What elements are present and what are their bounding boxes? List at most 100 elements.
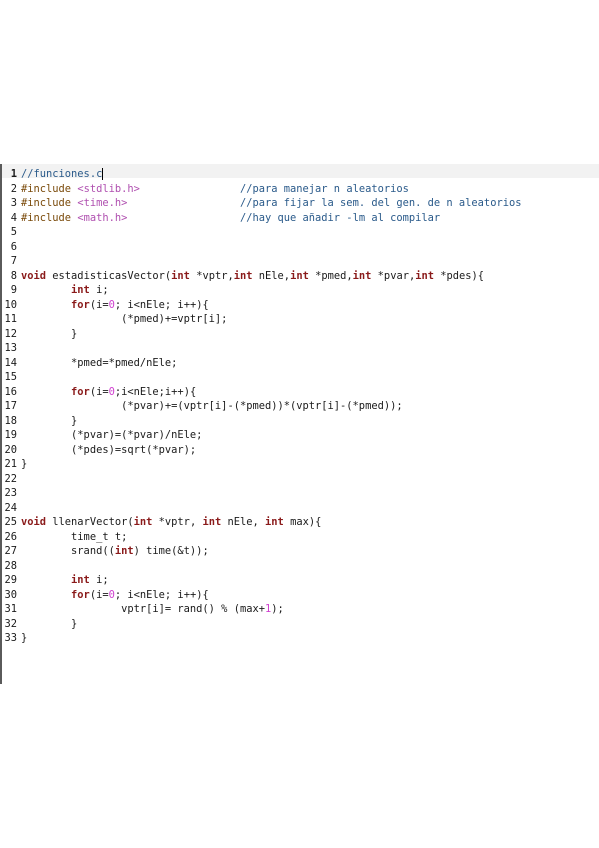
line-number: 27 bbox=[4, 545, 17, 557]
code-line[interactable]: 32 } bbox=[0, 617, 599, 632]
code-token: //hay que añadir -lm al compilar bbox=[127, 211, 441, 224]
line-number: 13 bbox=[4, 342, 17, 354]
line-source: } bbox=[21, 414, 77, 429]
line-number: 24 bbox=[4, 501, 17, 514]
code-line[interactable]: 27 srand((int) time(&t)); bbox=[0, 544, 599, 559]
line-number: 21 bbox=[4, 458, 17, 470]
line-source: int i; bbox=[21, 573, 109, 588]
code-token: 1 bbox=[264, 603, 272, 615]
line-number: 9 bbox=[10, 284, 17, 296]
line-number: 15 bbox=[4, 371, 17, 383]
code-line[interactable]: 26 time_t t; bbox=[0, 530, 599, 545]
line-number: 5 bbox=[10, 226, 17, 238]
line-source: //funciones.c bbox=[21, 167, 104, 182]
code-line[interactable]: 33} bbox=[0, 631, 599, 646]
code-token: <time.h> bbox=[77, 197, 128, 209]
code-editor[interactable] bbox=[0, 164, 599, 684]
code-line[interactable]: 28 bbox=[0, 559, 599, 574]
line-number: 28 bbox=[4, 559, 17, 572]
line-source: (*pvar)+=(vptr[i]-(*pmed))*(vptr[i]-(*pm… bbox=[21, 399, 403, 414]
code-token: } bbox=[21, 632, 28, 644]
code-token: <stdlib.h> bbox=[77, 182, 140, 195]
code-token: ) time(&t)); bbox=[133, 545, 209, 557]
line-number: 17 bbox=[4, 400, 17, 412]
line-source: } bbox=[21, 457, 27, 472]
code-token: int bbox=[71, 574, 90, 586]
line-source: *pmed=*pmed/nEle; bbox=[21, 356, 177, 371]
code-line[interactable]: 23 bbox=[0, 486, 599, 501]
code-line[interactable]: 19 (*pvar)=(*pvar)/nEle; bbox=[0, 428, 599, 443]
line-number: 19 bbox=[4, 429, 17, 441]
code-token: for bbox=[71, 298, 90, 311]
line-source: } bbox=[21, 327, 77, 342]
code-line[interactable]: 21} bbox=[0, 457, 599, 472]
code-line[interactable]: 15 bbox=[0, 370, 599, 385]
code-line[interactable]: 29 int i; bbox=[0, 573, 599, 588]
code-line[interactable]: 3#include <time.h> //para fijar la sem. … bbox=[0, 196, 599, 211]
code-line[interactable]: 7 bbox=[0, 254, 599, 269]
code-token: (i= bbox=[89, 588, 109, 601]
code-token: //para fijar la sem. del gen. de n aleat… bbox=[127, 197, 522, 209]
code-line[interactable]: 4#include <math.h> //hay que añadir -lm … bbox=[0, 211, 599, 226]
code-token: int bbox=[71, 284, 90, 296]
code-line[interactable]: 5 bbox=[0, 225, 599, 240]
code-token: int bbox=[171, 269, 190, 282]
code-line[interactable]: 12 } bbox=[0, 327, 599, 342]
code-line[interactable]: 31 vptr[i]= rand() % (max+1); bbox=[0, 602, 599, 617]
code-token: } bbox=[21, 327, 78, 340]
code-line[interactable]: 9 int i; bbox=[0, 283, 599, 298]
line-number: 22 bbox=[4, 472, 17, 485]
code-token: (i= bbox=[89, 385, 109, 398]
code-token bbox=[21, 299, 71, 311]
code-token: #include bbox=[21, 211, 78, 224]
code-token: #include bbox=[21, 197, 78, 209]
code-token: *vptr, bbox=[152, 516, 203, 528]
code-token: i; bbox=[89, 284, 109, 296]
code-token: void bbox=[21, 516, 47, 528]
code-line[interactable]: 24 bbox=[0, 501, 599, 516]
code-line[interactable]: 1 //funciones.c bbox=[0, 167, 599, 182]
line-number: 29 bbox=[4, 574, 17, 586]
line-number: 11 bbox=[4, 313, 17, 325]
code-line[interactable]: 11 (*pmed)+=vptr[i]; bbox=[0, 312, 599, 327]
code-token: (*pvar)=(*pvar)/nEle; bbox=[21, 429, 203, 441]
code-line[interactable]: 6 bbox=[0, 240, 599, 255]
line-number: 12 bbox=[4, 327, 17, 340]
line-number: 33 bbox=[4, 632, 17, 644]
line-number: 1 bbox=[10, 168, 17, 180]
line-number: 31 bbox=[4, 603, 17, 615]
code-line[interactable]: 16 for(i=0;i<nEle;i++){ bbox=[0, 385, 599, 400]
code-line[interactable]: 30 for(i=0; i<nEle; i++){ bbox=[0, 588, 599, 603]
code-token: *pvar, bbox=[371, 269, 416, 282]
code-token: } bbox=[21, 617, 78, 630]
code-line[interactable]: 22 bbox=[0, 472, 599, 487]
code-token: llenarVector( bbox=[46, 516, 134, 528]
code-line[interactable]: 2#include <stdlib.h> //para manejar n al… bbox=[0, 182, 599, 197]
code-token: } bbox=[21, 458, 28, 470]
code-token: 0 bbox=[108, 588, 115, 601]
line-number: 10 bbox=[4, 298, 17, 311]
code-token: ; i<nEle; i++){ bbox=[114, 588, 209, 601]
line-source: } bbox=[21, 631, 27, 646]
code-line[interactable]: 10 for(i=0; i<nEle; i++){ bbox=[0, 298, 599, 313]
code-token: ; i<nEle; i++){ bbox=[114, 298, 209, 311]
line-number: 32 bbox=[4, 617, 17, 630]
line-number: 25 bbox=[4, 516, 17, 528]
code-line[interactable]: 20 (*pdes)=sqrt(*pvar); bbox=[0, 443, 599, 458]
code-token: max){ bbox=[283, 516, 322, 528]
code-token: 0 bbox=[108, 385, 115, 398]
code-token: for bbox=[71, 588, 90, 601]
code-token: int bbox=[290, 269, 309, 282]
code-token: estadisticasVector( bbox=[46, 269, 172, 282]
code-line[interactable]: 13 bbox=[0, 341, 599, 356]
code-token: srand(( bbox=[21, 545, 115, 557]
line-source: vptr[i]= rand() % (max+1); bbox=[21, 602, 284, 617]
code-token: //para manejar n aleatorios bbox=[139, 182, 409, 195]
code-line[interactable]: 18 } bbox=[0, 414, 599, 429]
code-token: int bbox=[202, 516, 222, 528]
code-line[interactable]: 14 *pmed=*pmed/nEle; bbox=[0, 356, 599, 371]
code-line[interactable]: 17 (*pvar)+=(vptr[i]-(*pmed))*(vptr[i]-(… bbox=[0, 399, 599, 414]
